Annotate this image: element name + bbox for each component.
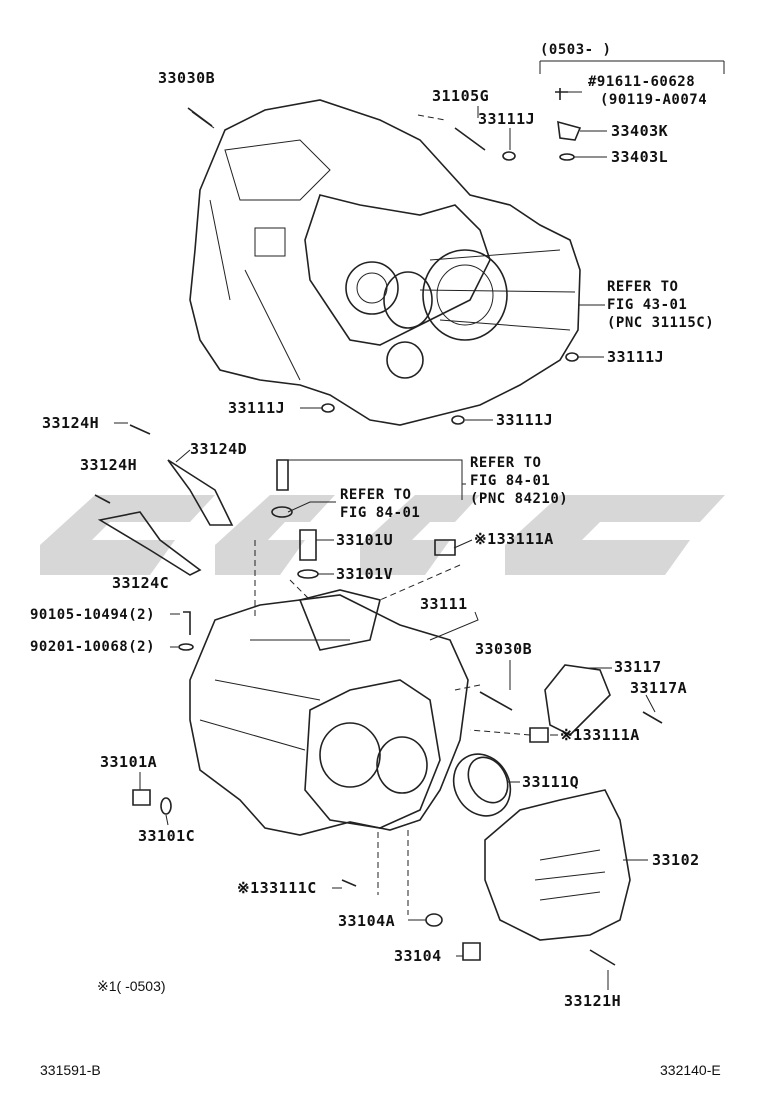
label-133111C: ※133111C [237, 879, 317, 897]
leader-lines [114, 60, 725, 990]
illustration-code-right: 332140-E [660, 1062, 721, 1078]
label-33117A: 33117A [630, 679, 688, 697]
watermark-logo [40, 495, 725, 575]
label-33121H: 33121H [564, 992, 622, 1010]
label-33403K: 33403K [611, 122, 669, 140]
label-90119-A0074: (90119-A0074 [600, 92, 708, 108]
label-90105-10494: 90105-10494(2) [30, 607, 156, 623]
label-33124H-b: 33124H [80, 456, 138, 474]
label-90201-10068: 90201-10068(2) [30, 639, 156, 655]
transaxle-case-upper [189, 99, 581, 426]
label-33104A: 33104A [338, 912, 396, 930]
label-33101A: 33101A [100, 753, 158, 771]
label-33101V: 33101V [336, 565, 394, 583]
label-33102: 33102 [652, 851, 700, 869]
illustration-code-left: 331591-B [40, 1062, 101, 1078]
label-pnc-84210: (PNC 84210) [470, 491, 569, 507]
label-33124C: 33124C [112, 574, 170, 592]
label-33117: 33117 [614, 658, 662, 676]
case-cover-33102 [484, 789, 631, 941]
label-33124D: 33124D [190, 440, 248, 458]
label-fig-84-01b: FIG 84-01 [470, 473, 551, 489]
label-33030B-top: 33030B [158, 69, 216, 87]
label-31105G: 31105G [432, 87, 490, 105]
label-fig-43-01: FIG 43-01 [607, 297, 688, 313]
label-refer-to-84b: REFER TO [470, 455, 542, 471]
transaxle-case-lower [189, 589, 469, 836]
label-33111Q: 33111Q [522, 773, 580, 791]
label-33111J-c: 33111J [228, 399, 286, 417]
label-pnc-31115C: (PNC 31115C) [607, 315, 715, 331]
label-33101U: 33101U [336, 531, 394, 549]
label-133111A-a: ※133111A [474, 530, 554, 548]
label-33111J-b: 33111J [607, 348, 665, 366]
label-refer-to-43: REFER TO [607, 279, 679, 295]
footnote-date-range: ※1( -0503) [97, 978, 166, 994]
label-refer-to-84a: REFER TO [340, 487, 412, 503]
alignment-dashes [254, 114, 531, 915]
label-33403L: 33403L [611, 148, 669, 166]
label-33111: 33111 [420, 595, 468, 613]
label-33124H-a: 33124H [42, 414, 100, 432]
label-fig-84-01a: FIG 84-01 [340, 505, 421, 521]
label-133111A-b: ※133111A [560, 726, 640, 744]
label-33101C: 33101C [138, 827, 196, 845]
label-33030B-mid: 33030B [475, 640, 533, 658]
label-91611-60628: #91611-60628 [588, 74, 696, 90]
bracket-33117 [544, 664, 611, 736]
label-date-range-top: (0503- ) [540, 42, 612, 58]
label-33104: 33104 [394, 947, 442, 965]
bearing-33111Q [452, 753, 512, 817]
label-33111J-d: 33111J [496, 411, 554, 429]
label-33111J-a: 33111J [478, 110, 536, 128]
